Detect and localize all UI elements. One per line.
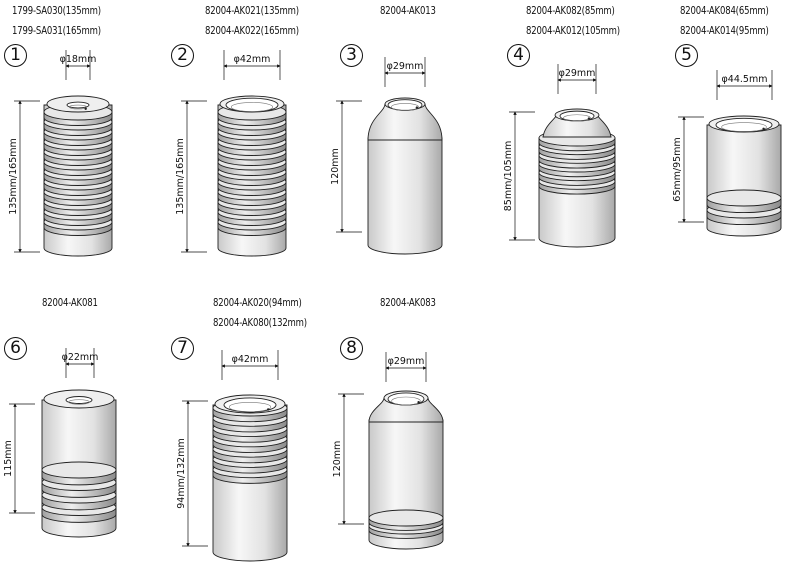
vent-hole [587,117,591,120]
vent-hole [762,127,765,130]
item-6-code-1: 82004-AK081 [42,296,98,309]
opening [223,397,277,413]
item-8-code-1: 82004-AK083 [380,296,436,309]
item-7-code-2: 82004-AK080(132mm) [213,316,307,329]
item-2-number: 2 [171,44,194,67]
opening-inner [391,103,419,111]
item-7-number: 7 [171,337,194,360]
item-4-number: 4 [507,44,530,67]
item-4-code-1: 82004-AK082(85mm) [526,4,615,17]
part-1-height: 135mm/165mm [8,138,19,214]
item-8-number: 8 [340,337,363,360]
item-3-code-1: 82004-AK013 [380,4,436,17]
opening-inner [721,122,767,132]
part-2: φ42mm 135mm/165mm [175,50,287,257]
part-7-diameter: φ42mm [232,354,269,365]
item-1-number: 1 [4,44,27,67]
rib-edge [41,461,117,479]
part-8-diameter: φ29mm [388,356,425,367]
opening [559,110,595,122]
part-5-height: 65mm/95mm [672,137,683,201]
part-1: φ18mm 135mm/165mm [8,50,113,257]
part-6-diameter: φ22mm [62,352,99,363]
part-5: φ44.5mm 65mm/95mm [672,70,782,237]
part-3: φ29mm 120mm [330,57,443,255]
opening [65,396,93,404]
vent-hole [267,408,270,411]
opening-inner [68,399,90,405]
part-7: φ42mm 94mm/132mm [176,350,288,562]
rib-edge [368,509,444,527]
part-2-diameter: φ42mm [234,54,271,65]
part-8-height: 120mm [332,441,343,478]
rib-edge [706,189,782,207]
part-4-height: 85mm/105mm [503,141,514,211]
part-3-diameter: φ29mm [387,61,424,72]
item-2-code-1: 82004-AK021(135mm) [205,4,299,17]
part-8: φ29mm 120mm [332,352,444,550]
part-3-height: 120mm [330,148,341,185]
item-6-number: 6 [4,337,27,360]
part-4: φ29mm 85mm/105mm [503,64,616,248]
opening-inner [391,396,421,406]
part-7-height: 94mm/132mm [176,438,187,508]
opening-inner [230,102,274,112]
vent-hole [417,401,420,404]
item-2-code-2: 82004-AK022(165mm) [205,24,299,37]
cylinder-body [367,137,443,255]
part-2-height: 135mm/165mm [175,138,186,214]
item-3-number: 3 [340,44,363,67]
opening-inner [228,402,272,412]
part-6-height: 115mm [3,440,14,477]
item-5-number: 5 [675,44,698,67]
opening-inner [68,104,88,110]
item-1-code-1: 1799-SA030(135mm) [12,4,101,17]
part-4-diameter: φ29mm [559,68,596,79]
item-5-code-2: 82004-AK014(95mm) [680,24,769,37]
item-5-code-1: 82004-AK084(65mm) [680,4,769,17]
vent-hole [415,106,419,109]
opening-inner [563,114,591,122]
part-1-diameter: φ18mm [60,54,97,65]
vent-hole [84,107,87,111]
part-6: φ22mm 115mm [3,348,117,538]
item-7-code-1: 82004-AK020(94mm) [213,296,302,309]
item-1-code-2: 1799-SA031(165mm) [12,24,101,37]
part-5-diameter: φ44.5mm [722,74,768,85]
item-4-code-2: 82004-AK012(105mm) [526,24,620,37]
